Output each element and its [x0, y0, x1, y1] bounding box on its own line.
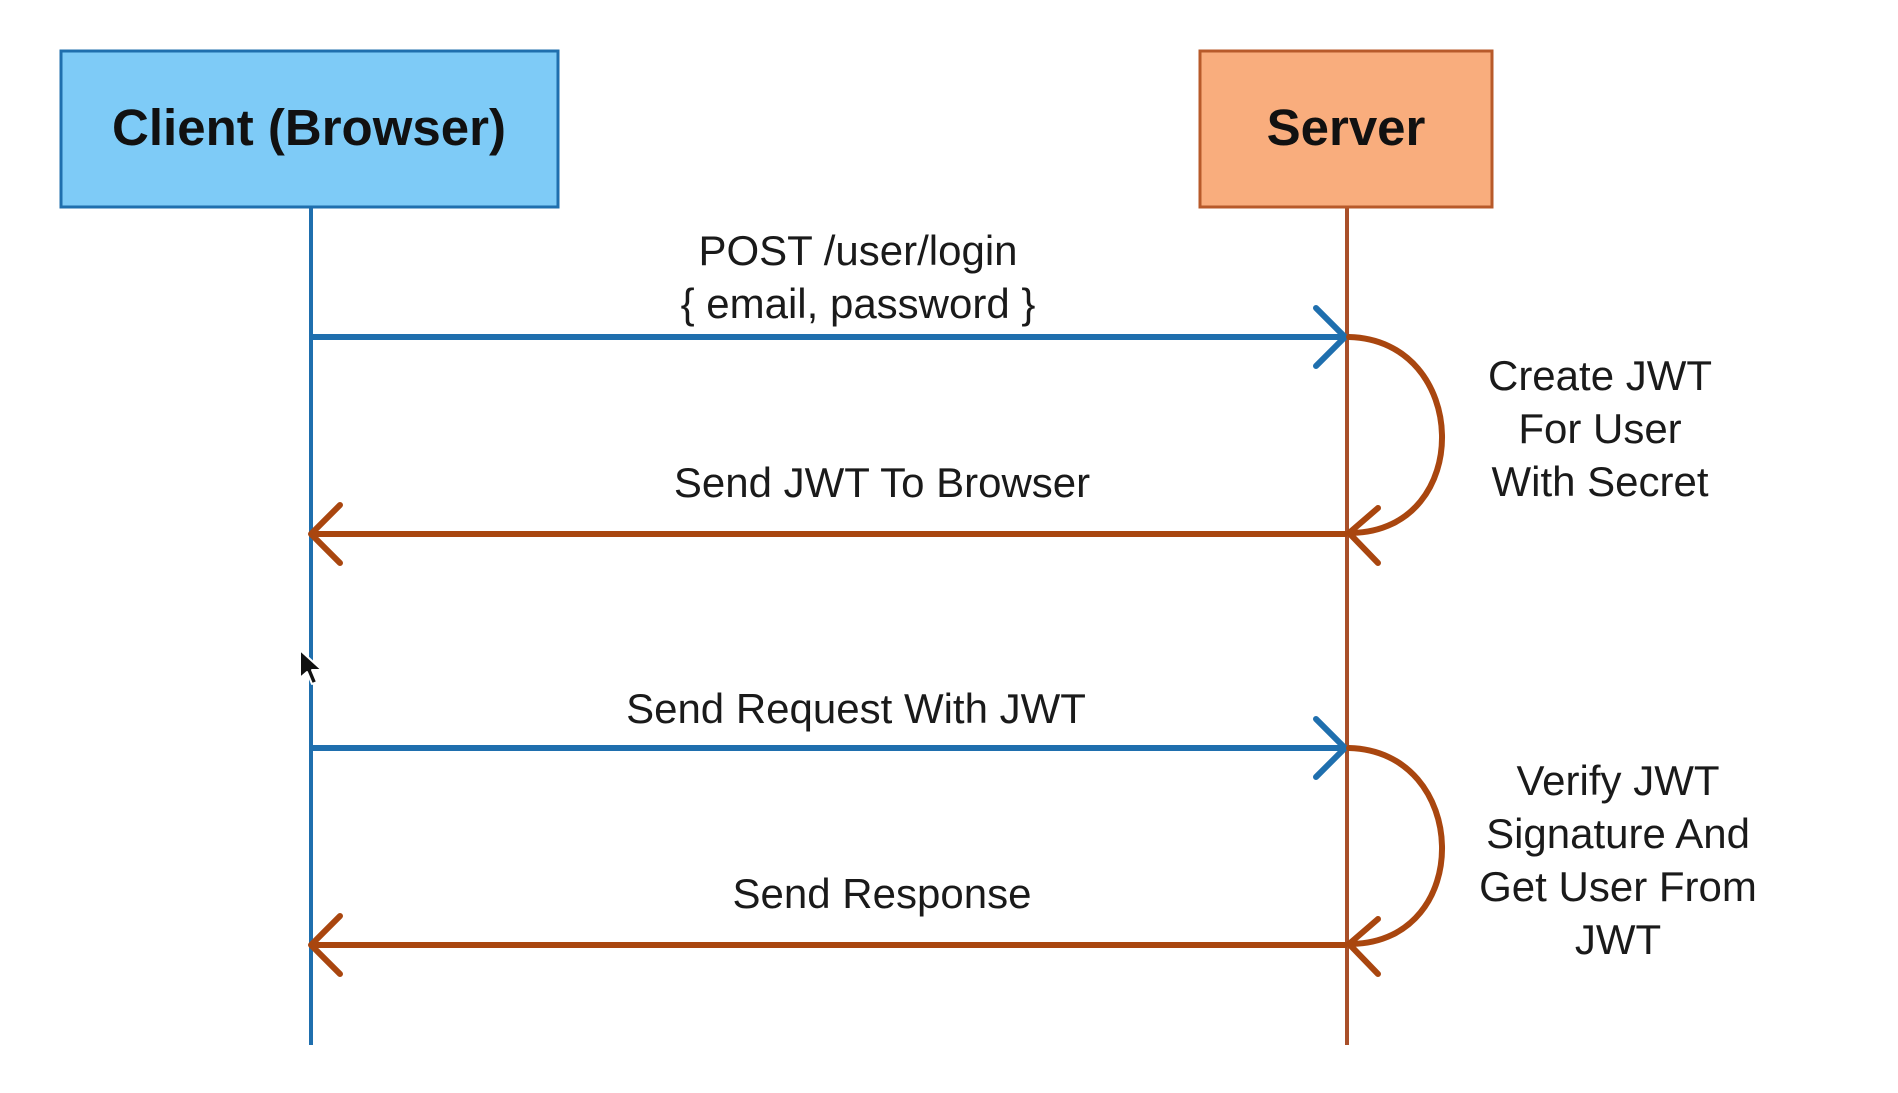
mouse-pointer-icon [299, 649, 323, 685]
self-note-verify-jwt-arrowhead [1346, 916, 1381, 977]
server-actor-label: Server [1267, 99, 1426, 156]
server-actor-box [1198, 49, 1494, 209]
self-note-verify-jwt-line2: Signature And [1486, 810, 1750, 857]
client-actor-box [59, 49, 560, 209]
self-note-verify-jwt-line3: Get User From [1479, 863, 1757, 910]
self-note-create-jwt: Create JWT For User With Secret [1346, 334, 1712, 566]
self-note-verify-jwt-line4: JWT [1575, 916, 1661, 963]
message-login: POST /user/login { email, password } [311, 227, 1348, 369]
message-response-label: Send Response [733, 870, 1032, 917]
self-note-create-jwt-line2: For User [1518, 405, 1681, 452]
message-response-arrowhead [308, 913, 343, 977]
self-note-verify-jwt-arc [1346, 745, 1445, 947]
message-send-jwt-arrowhead [308, 502, 343, 566]
message-request: Send Request With JWT [311, 685, 1348, 780]
self-note-create-jwt-line3: With Secret [1491, 458, 1708, 505]
self-note-create-jwt-arc [1346, 334, 1445, 536]
client-actor: Client (Browser) [59, 49, 560, 209]
self-note-verify-jwt: Verify JWT Signature And Get User From J… [1346, 745, 1757, 977]
self-note-verify-jwt-line1: Verify JWT [1516, 757, 1719, 804]
self-note-create-jwt-arrowhead [1346, 505, 1381, 566]
message-send-jwt: Send JWT To Browser [308, 459, 1347, 566]
message-login-arrowhead [1313, 305, 1348, 369]
message-request-label: Send Request With JWT [626, 685, 1086, 732]
message-request-arrowhead [1313, 716, 1348, 780]
message-send-jwt-label: Send JWT To Browser [674, 459, 1090, 506]
server-actor: Server [1198, 49, 1494, 209]
message-response: Send Response [308, 870, 1347, 977]
message-login-label-line1: POST /user/login [698, 227, 1017, 274]
message-login-label-line2: { email, password } [681, 280, 1036, 327]
self-note-create-jwt-line1: Create JWT [1488, 352, 1712, 399]
client-actor-label: Client (Browser) [112, 99, 506, 156]
